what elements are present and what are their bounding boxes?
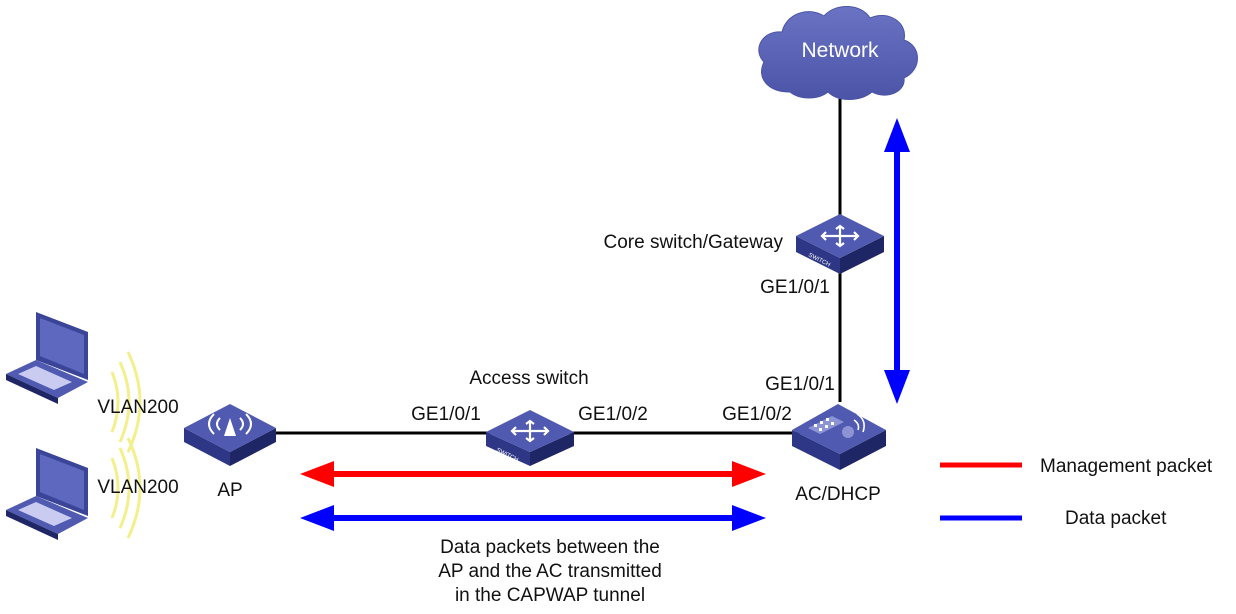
capwap-note-line1: Data packets between the xyxy=(440,537,660,558)
data-path-arrow-vertical xyxy=(884,118,910,404)
access-switch-label: Access switch xyxy=(469,368,588,389)
capwap-note-line3: in the CAPWAP tunnel xyxy=(455,585,645,606)
capwap-note-line2: AP and the AC transmitted xyxy=(438,561,662,582)
ac-port-up: GE1/0/1 xyxy=(765,374,835,395)
client-vlan-2: VLAN200 xyxy=(97,477,178,498)
core-switch-front xyxy=(840,236,884,274)
ac-label: AC/DHCP xyxy=(795,484,881,505)
laptop-icon xyxy=(6,448,88,540)
legend: Management packet Data packet xyxy=(940,456,1213,529)
capwap-note: Data packets between the AP and the AC t… xyxy=(438,537,662,606)
core-switch-port: GE1/0/1 xyxy=(760,277,830,298)
keypad-icon xyxy=(808,416,844,434)
wifi-waves-icon xyxy=(110,351,142,539)
access-port-right: GE1/0/2 xyxy=(578,404,648,425)
management-path-arrow xyxy=(300,461,766,487)
ap-antenna-icon xyxy=(208,413,252,436)
switch-arrows-icon xyxy=(510,419,550,443)
access-port-left: GE1/0/1 xyxy=(411,404,481,425)
ac-device: GE1/0/1 GE1/0/2 AC/DHCP xyxy=(722,374,886,505)
ap-device: AP xyxy=(184,404,276,501)
data-path-arrow-horizontal xyxy=(300,505,766,531)
switch-arrows-icon xyxy=(820,224,860,248)
network-cloud: Network xyxy=(758,6,918,100)
client-vlan-1: VLAN200 xyxy=(97,397,178,418)
links xyxy=(272,92,842,435)
network-label: Network xyxy=(801,39,879,62)
access-switch: SWITCH Access switch GE1/0/1 GE1/0/2 xyxy=(411,368,648,466)
ac-top xyxy=(792,404,886,454)
ap-label: AP xyxy=(217,480,242,501)
core-switch-side xyxy=(796,236,840,274)
core-switch: SWITCH Core switch/Gateway GE1/0/1 xyxy=(603,214,884,298)
legend-data-label: Data packet xyxy=(1065,508,1167,529)
core-switch-label: Core switch/Gateway xyxy=(603,232,783,253)
ac-port-left: GE1/0/2 xyxy=(722,404,792,425)
ac-wifi-icon xyxy=(842,413,865,438)
laptop-icon xyxy=(6,312,88,404)
cloud-icon xyxy=(758,6,918,100)
legend-management-label: Management packet xyxy=(1040,456,1213,477)
